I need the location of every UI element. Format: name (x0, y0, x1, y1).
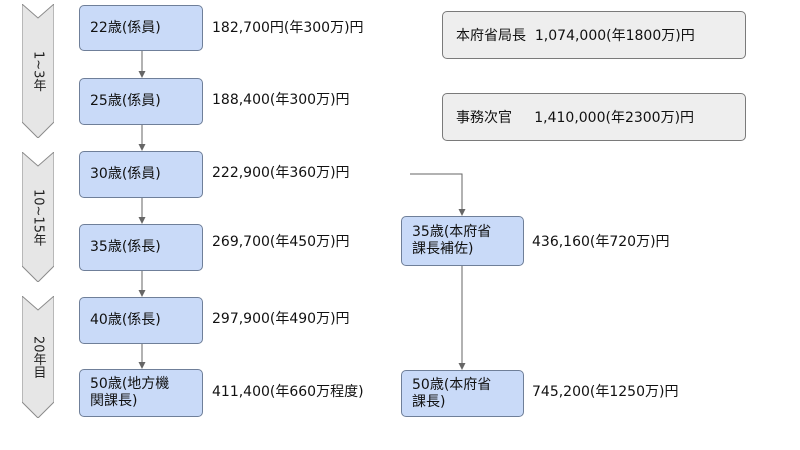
node-title: 35歳(係長) (90, 239, 161, 255)
stage-label-1: 1~3年 (30, 50, 46, 92)
career-node-35-honfusho: 35歳(本府省 課長補佐) (401, 216, 524, 266)
stage-label-2: 10~15年 (30, 188, 46, 246)
node-title: 50歳(地方機 関課長) (90, 376, 170, 409)
stage-chevron-3: 20年目 (22, 296, 54, 418)
node-title: 22歳(係員) (90, 19, 161, 36)
stage-chevron-1: 1~3年 (22, 4, 54, 138)
node-title: 40歳(係長) (90, 312, 161, 328)
career-node-50-chihou: 50歳(地方機 関課長) (79, 369, 203, 417)
info-text: 本府省局長 1,074,000(年1800万)円 (456, 28, 695, 44)
career-node-50-honfusho: 50歳(本府省 課長) (401, 370, 524, 417)
arrow-branch-kachohosa (410, 173, 466, 216)
stage-label-3: 20年目 (30, 335, 46, 379)
salary-40: 297,900(年490万)円 (212, 311, 350, 327)
chevron-shape (22, 296, 54, 418)
salary-30: 222,900(年360万)円 (212, 165, 350, 181)
info-text: 事務次官 1,410,000(年2300万)円 (456, 110, 695, 126)
career-node-25: 25歳(係員) (79, 78, 203, 125)
salary-35-honfusho: 436,160(年720万)円 (532, 234, 670, 250)
node-title: 30歳(係員) (90, 166, 161, 182)
salary-50-honfusho: 745,200(年1250万)円 (532, 384, 679, 400)
career-node-22: 22歳(係員) (79, 5, 203, 51)
node-title: 25歳(係員) (90, 93, 161, 109)
chevron-shape (22, 152, 54, 282)
salary-22: 182,700円(年300万)円 (212, 20, 364, 36)
career-node-35: 35歳(係長) (79, 224, 203, 271)
chevron-shape (22, 4, 54, 138)
info-box-kyokucho: 本府省局長 1,074,000(年1800万)円 (442, 11, 746, 59)
info-box-jimujikan: 事務次官 1,410,000(年2300万)円 (442, 93, 746, 141)
stage-chevron-2: 10~15年 (22, 152, 54, 282)
salary-35: 269,700(年450万)円 (212, 234, 350, 250)
career-node-30: 30歳(係員) (79, 151, 203, 198)
node-title: 35歳(本府省 課長補佐) (412, 224, 492, 257)
career-node-40: 40歳(係長) (79, 297, 203, 344)
node-title: 50歳(本府省 課長) (412, 376, 492, 410)
salary-50-chihou: 411,400(年660万程度) (212, 384, 364, 400)
salary-25: 188,400(年300万)円 (212, 92, 350, 108)
